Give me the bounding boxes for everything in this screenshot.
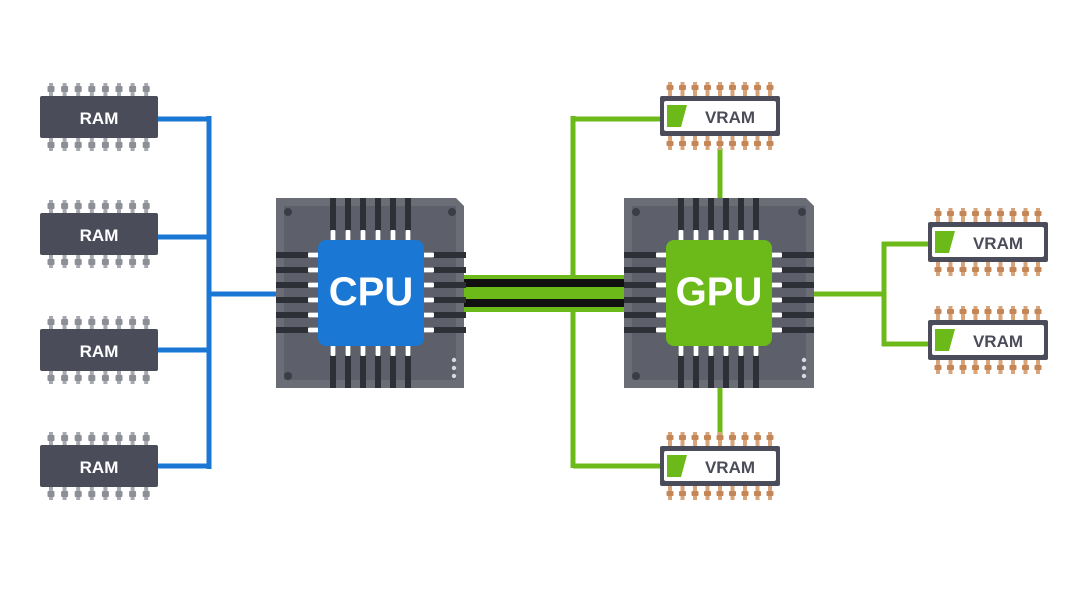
gpu-die: [666, 240, 772, 346]
ram-pins-bottom: [47, 487, 150, 500]
ram-module: RAM: [40, 316, 158, 384]
cpu-die-pins: [308, 230, 434, 356]
vram-logo-icon: [667, 105, 687, 127]
ram-label: RAM: [80, 458, 119, 477]
ram-label: RAM: [80, 109, 119, 128]
vram-module: VRAM: [660, 432, 780, 500]
vram-logo-icon: [935, 231, 955, 253]
ram-module: RAM: [40, 200, 158, 268]
ram-pins-bottom: [47, 255, 150, 268]
cpu-gpu-interconnect: [460, 275, 628, 312]
vram-pins-top: [934, 306, 1042, 320]
gpu-package-traces: [624, 198, 814, 388]
vram-pins-top: [666, 432, 774, 446]
vram-pins-top: [934, 208, 1042, 222]
vram-label: VRAM: [705, 458, 755, 477]
gpu-label: GPU: [676, 270, 763, 314]
vram-bus-lines: [570, 116, 932, 469]
vram-pins-bottom: [934, 262, 1042, 276]
cpu-package-traces: [276, 198, 466, 388]
vram-pins-bottom: [666, 136, 774, 150]
ram-module: RAM: [40, 83, 158, 151]
vram-label: VRAM: [973, 332, 1023, 351]
ram-bus-lines: [157, 116, 278, 469]
ram-body: [40, 329, 158, 371]
gpu-die-pins: [656, 230, 782, 356]
vram-label: VRAM: [705, 108, 755, 127]
ram-body: [40, 213, 158, 255]
vram-pins-bottom: [666, 486, 774, 500]
cpu-die: [318, 240, 424, 346]
ram-pins-bottom: [47, 371, 150, 384]
gpu-package: GPU: [624, 198, 814, 388]
vram-module: VRAM: [928, 306, 1048, 374]
vram-pins-top: [666, 82, 774, 96]
vram-module: VRAM: [660, 82, 780, 150]
vram-module: VRAM: [928, 208, 1048, 276]
ram-label: RAM: [80, 226, 119, 245]
ram-pins-top: [47, 200, 150, 213]
vram-pins-bottom: [934, 360, 1042, 374]
ram-pins-top: [47, 432, 150, 445]
ram-module: RAM: [40, 432, 158, 500]
vram-label: VRAM: [973, 234, 1023, 253]
cpu-package: CPU: [276, 198, 466, 388]
vram-logo-icon: [935, 329, 955, 351]
ram-pins-top: [47, 83, 150, 96]
cpu-label: CPU: [329, 270, 413, 314]
ram-body: [40, 445, 158, 487]
ram-pins-top: [47, 316, 150, 329]
ram-body: [40, 96, 158, 138]
ram-label: RAM: [80, 342, 119, 361]
ram-pins-bottom: [47, 138, 150, 151]
vram-logo-icon: [667, 455, 687, 477]
